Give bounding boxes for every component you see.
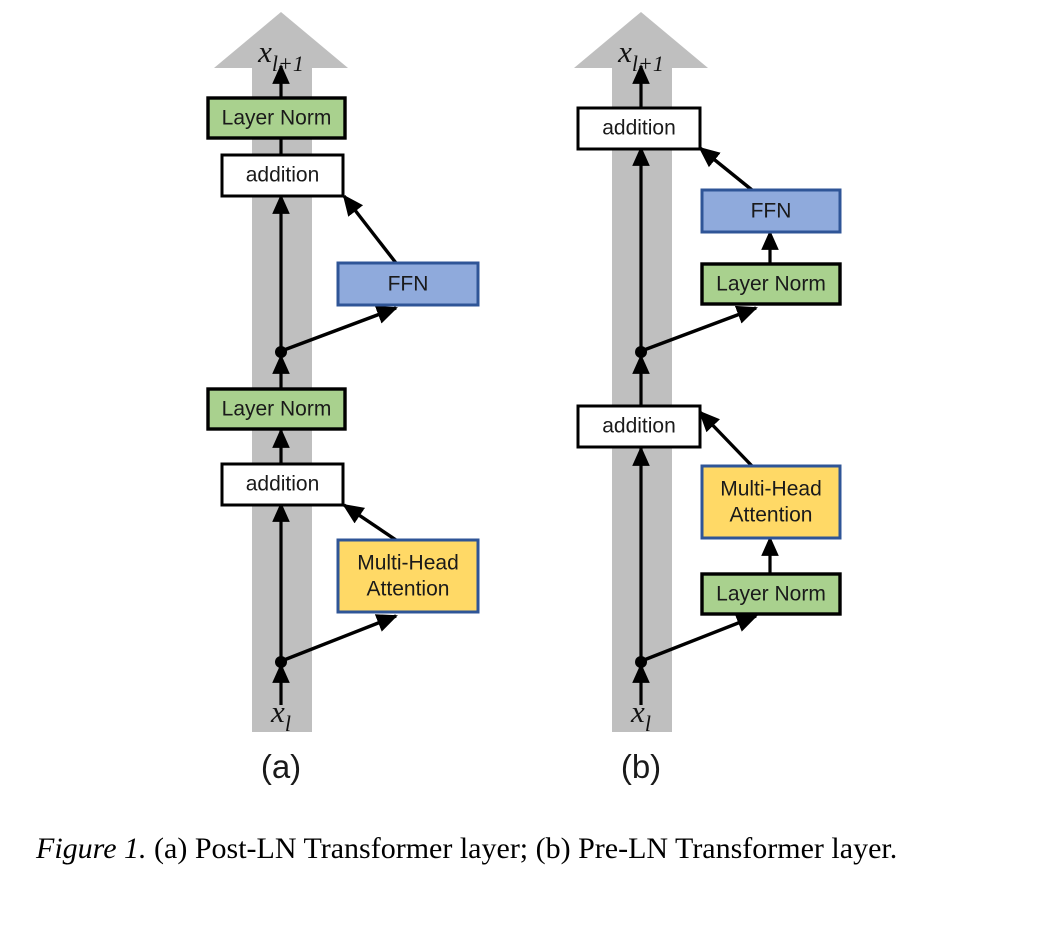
arrow-a-branch-to-attention (283, 614, 398, 662)
arrow-a-attention-to-addition (342, 503, 397, 542)
input-label-a: xl (270, 694, 291, 736)
block-label: Layer Norm (716, 273, 826, 296)
block-label: Layer Norm (222, 398, 332, 421)
block-b-ffn[interactable]: FFN (700, 188, 842, 234)
arrow-b-ffn-to-addition (698, 146, 754, 192)
block-label: FFN (388, 273, 429, 296)
caption-figure-number: Figure 1. (36, 832, 147, 865)
block-b-multi-head-attention[interactable]: Multi-Head Attention (700, 464, 842, 540)
block-label: addition (602, 415, 676, 438)
block-b-layer-norm-ffn[interactable]: Layer Norm (700, 262, 842, 306)
figure-caption: Figure 1. (a) Post-LN Transformer layer;… (36, 828, 1016, 869)
block-label-line1: Multi-Head (720, 478, 822, 501)
block-label-line2: Attention (367, 578, 450, 601)
block-a-addition-bottom[interactable]: addition (220, 462, 345, 507)
block-label: FFN (751, 200, 792, 223)
block-label: addition (602, 117, 676, 140)
block-a-ffn[interactable]: FFN (336, 261, 480, 307)
panel-label-b: (b) (621, 748, 661, 785)
block-label-line2: Attention (730, 504, 813, 527)
block-label-line1: Multi-Head (357, 552, 459, 575)
block-label: addition (246, 164, 320, 187)
block-label: Layer Norm (716, 583, 826, 606)
block-b-addition-bottom[interactable]: addition (576, 404, 702, 449)
block-a-layer-norm-bottom[interactable]: Layer Norm (206, 387, 347, 431)
panel-a: xl+1 Layer Norm (206, 12, 480, 785)
transformer-layer-diagram: xl+1 Layer Norm (206, 12, 842, 785)
block-label: addition (246, 473, 320, 496)
panel-label-a: (a) (261, 748, 301, 785)
arrow-b-attention-to-addition (698, 410, 754, 468)
arrow-b-branch-to-layernorm-attn (643, 614, 758, 662)
block-b-addition-top[interactable]: addition (576, 106, 702, 151)
arrow-b-branch-to-layernorm-ffn (643, 305, 758, 352)
block-b-layer-norm-attention[interactable]: Layer Norm (700, 572, 842, 616)
arrow-a-branch-to-ffn (283, 305, 398, 352)
panel-b: xl+1 addition (574, 12, 842, 785)
block-label: Layer Norm (222, 107, 332, 130)
caption-text: (a) Post-LN Transformer layer; (b) Pre-L… (146, 832, 898, 865)
block-a-multi-head-attention[interactable]: Multi-Head Attention (336, 538, 480, 614)
block-a-layer-norm-top[interactable]: Layer Norm (206, 96, 347, 140)
arrow-a-ffn-to-addition (342, 194, 398, 265)
input-label-b: xl (630, 694, 651, 736)
block-a-addition-top[interactable]: addition (220, 153, 345, 198)
